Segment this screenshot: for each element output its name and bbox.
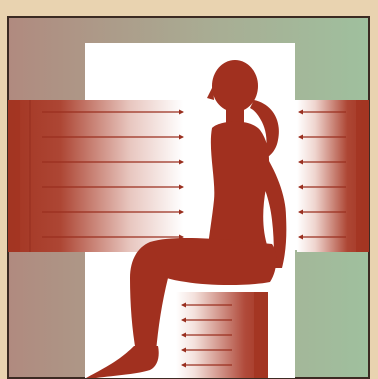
heat-panel-front [297, 100, 369, 252]
heat-panel-back [8, 100, 183, 252]
interior-upper [85, 43, 295, 103]
heat-panel-floor [176, 292, 268, 378]
